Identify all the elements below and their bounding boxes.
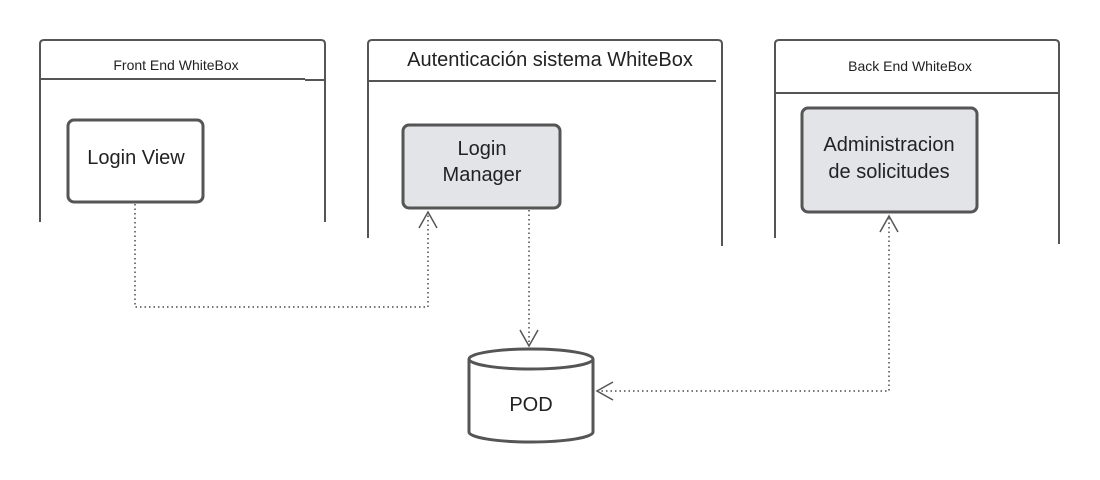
pod-database: POD bbox=[467, 347, 595, 444]
admin-node: Administracion de solicitudes bbox=[800, 106, 979, 214]
arrowhead-down-icon bbox=[519, 329, 539, 348]
login-manager-box bbox=[401, 123, 562, 210]
admin-label-line1: Administracion bbox=[823, 134, 954, 156]
frontend-title: Front End WhiteBox bbox=[113, 57, 238, 73]
frontend-frame bbox=[39, 39, 326, 222]
login-manager-node: Login Manager bbox=[401, 123, 562, 210]
admin-box bbox=[800, 106, 979, 214]
login-view-label: Login View bbox=[87, 147, 185, 169]
connector-line bbox=[597, 216, 890, 392]
connector-line bbox=[134, 204, 429, 308]
auth-frame bbox=[367, 39, 723, 246]
login-view-box bbox=[66, 118, 205, 204]
admin-label-line2: de solicitudes bbox=[828, 161, 949, 183]
backend-frame bbox=[774, 39, 1060, 244]
backend-title: Back End WhiteBox bbox=[848, 58, 972, 74]
arrowhead-up-icon bbox=[418, 210, 438, 229]
auth-container: Autenticación sistema WhiteBox bbox=[367, 39, 723, 246]
login-manager-label-line2: Manager bbox=[443, 164, 522, 186]
arrowhead-left-icon bbox=[595, 381, 614, 401]
pod-cylinder-body bbox=[467, 359, 595, 444]
connector-login-view-to-login-manager bbox=[134, 204, 438, 308]
login-manager-label-line1: Login bbox=[458, 138, 507, 160]
auth-title: Autenticación sistema WhiteBox bbox=[407, 49, 693, 71]
arrowhead-up-icon bbox=[879, 214, 899, 233]
frontend-container: Front End WhiteBox bbox=[39, 39, 326, 222]
backend-container: Back End WhiteBox bbox=[774, 39, 1060, 244]
pod-label: POD bbox=[509, 394, 552, 416]
pod-cylinder-top bbox=[467, 347, 595, 371]
connector-login-manager-to-pod bbox=[519, 210, 539, 348]
login-view-node: Login View bbox=[66, 118, 205, 204]
connector-pod-to-admin bbox=[595, 214, 899, 401]
